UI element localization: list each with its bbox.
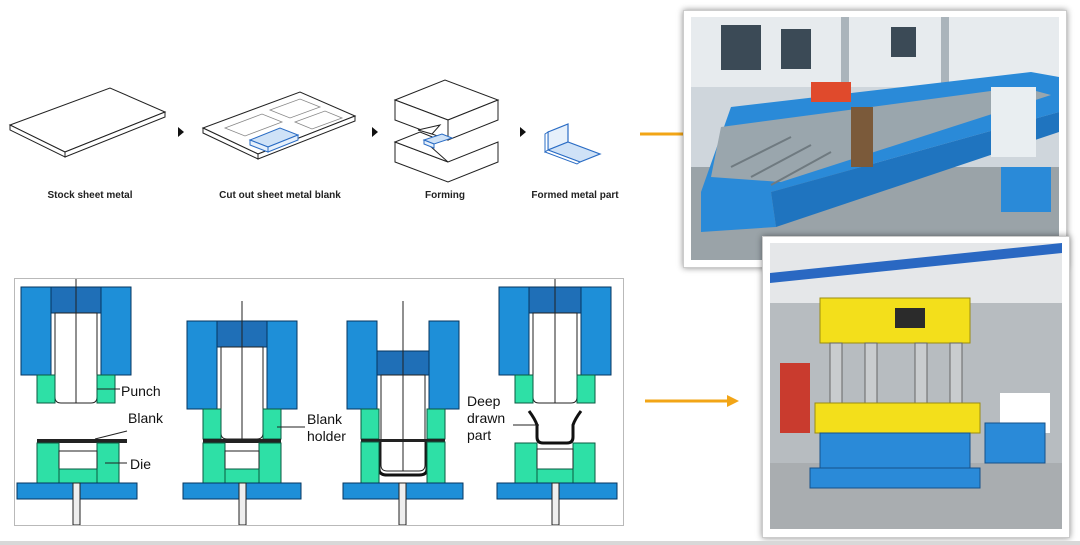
step-label-formed-part: Formed metal part xyxy=(531,190,619,201)
roll-former-photo xyxy=(683,10,1067,268)
step-arrow-1 xyxy=(178,127,184,137)
stock-sheet-metal-illustration xyxy=(8,87,167,158)
arrow-to-press xyxy=(645,395,739,407)
step-label-cut-blank: Cut out sheet metal blank xyxy=(219,190,341,201)
label-deep-drawn-part: Deep drawn part xyxy=(467,393,506,443)
forming-illustration xyxy=(393,79,500,183)
label-blank-holder: Blank holder xyxy=(307,411,346,444)
step-arrow-2 xyxy=(372,127,378,137)
label-punch: Punch xyxy=(121,383,161,399)
stage-2 xyxy=(182,301,305,525)
hydraulic-press-icon xyxy=(770,243,1062,529)
roll-forming-machine-icon xyxy=(691,17,1059,260)
bottom-divider xyxy=(0,541,1080,545)
cut-blank-illustration xyxy=(201,91,357,160)
label-die: Die xyxy=(130,456,152,472)
stage-3 xyxy=(342,301,464,525)
step-label-stock: Stock sheet metal xyxy=(47,190,133,201)
label-blank: Blank xyxy=(128,410,164,426)
process-illustrations xyxy=(8,79,602,183)
deep-drawing-diagram: Punch Blank Die Blank holder Deep drawn … xyxy=(14,278,624,526)
stage-1 xyxy=(16,279,138,525)
process-diagram: Stock sheet metal Cut out sheet metal bl… xyxy=(0,70,640,210)
step-arrow-3 xyxy=(520,127,526,137)
stage-4 xyxy=(496,279,618,525)
hydraulic-press-photo xyxy=(762,236,1070,538)
formed-part-illustration xyxy=(543,123,602,165)
step-label-forming: Forming xyxy=(425,190,465,201)
deep-drawing-stages xyxy=(16,279,618,525)
